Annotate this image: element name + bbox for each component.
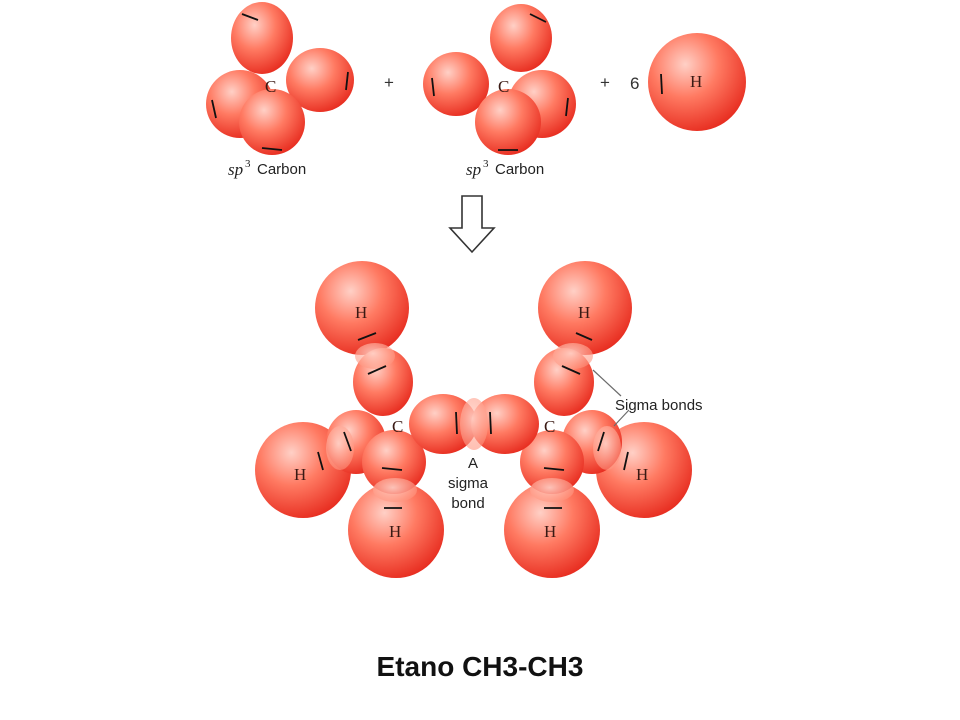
overlap-region <box>530 478 574 502</box>
electron-pairs <box>317 332 629 509</box>
hydrogen-orbital <box>315 261 409 355</box>
leader-line <box>613 409 630 427</box>
sp3-lobe <box>423 52 489 116</box>
electron-arrow <box>261 147 283 151</box>
hydrogen-symbol: H <box>690 72 702 91</box>
overlap-region <box>460 398 488 450</box>
label-sp: sp <box>228 160 243 179</box>
central-sigma-bond-label: A sigma bond <box>448 455 489 512</box>
electron-arrow <box>345 71 349 91</box>
plus-sign: + <box>384 73 394 92</box>
hydrogen-symbol: H <box>544 522 556 541</box>
sigma-bonds-callout: Sigma bonds <box>592 369 703 427</box>
carbon-symbol: C <box>265 77 276 96</box>
overlap-region <box>355 343 395 369</box>
hydrogen-symbol: H <box>389 522 401 541</box>
sp3-lobe <box>409 394 477 454</box>
sp3-lobe <box>286 48 354 112</box>
electron-arrow <box>565 97 569 117</box>
label-sp: sp <box>466 160 481 179</box>
overlap-region <box>326 426 354 470</box>
label-line: bond <box>451 495 484 512</box>
sp3-lobe <box>520 430 584 494</box>
label-line: A <box>468 455 478 472</box>
overlap-region <box>593 426 621 470</box>
sp3-carbon-right-label: sp 3 Carbon <box>466 158 544 179</box>
sp3-lobe <box>239 89 305 155</box>
reaction-arrow <box>448 195 496 254</box>
hydrogen-orbital <box>348 482 444 578</box>
carbon-symbol: C <box>498 77 509 96</box>
label-carbon: Carbon <box>257 161 306 178</box>
sp3-carbon-left-label: sp 3 Carbon <box>228 158 306 179</box>
sp3-lobe <box>362 430 426 494</box>
hydrogen-symbol: H <box>578 303 590 322</box>
electron-arrow <box>660 73 663 95</box>
electron-arrow <box>529 13 547 23</box>
electron-arrow <box>211 99 217 119</box>
sp3-lobe <box>490 4 552 72</box>
plus-sign: + <box>600 73 610 92</box>
hydrogen-symbol: H <box>636 465 648 484</box>
sp3-lobe <box>471 394 539 454</box>
carbon-symbol: C <box>392 417 403 436</box>
overlap-region <box>373 478 417 502</box>
hydrogen-atom-reactant: H <box>648 33 746 131</box>
hydrogen-symbol: H <box>355 303 367 322</box>
ethane-molecule: C C H H H H H H A sigma bond <box>255 261 703 578</box>
hydrogen-orbital <box>648 33 746 131</box>
hydrogen-symbol: H <box>294 465 306 484</box>
page-title: Etano CH3-CH3 <box>377 651 584 682</box>
label-line: sigma <box>448 475 489 492</box>
hydrogen-orbital <box>538 261 632 355</box>
sp3-lobe <box>231 2 293 74</box>
sp3-carbon-left: C <box>206 2 354 155</box>
sigma-bonds-label: Sigma bonds <box>615 397 703 414</box>
sp3-lobe <box>475 89 541 155</box>
overlap-region <box>553 343 593 369</box>
hydrogen-count: 6 <box>630 74 639 93</box>
electron-arrow <box>431 77 435 97</box>
carbon-symbol: C <box>544 417 555 436</box>
leader-line <box>592 369 622 397</box>
label-carbon: Carbon <box>495 161 544 178</box>
label-superscript: 3 <box>245 158 251 170</box>
hydrogen-orbital <box>504 482 600 578</box>
electron-arrow <box>241 13 259 21</box>
sp3-carbon-right: C <box>423 4 576 155</box>
label-superscript: 3 <box>483 158 489 170</box>
